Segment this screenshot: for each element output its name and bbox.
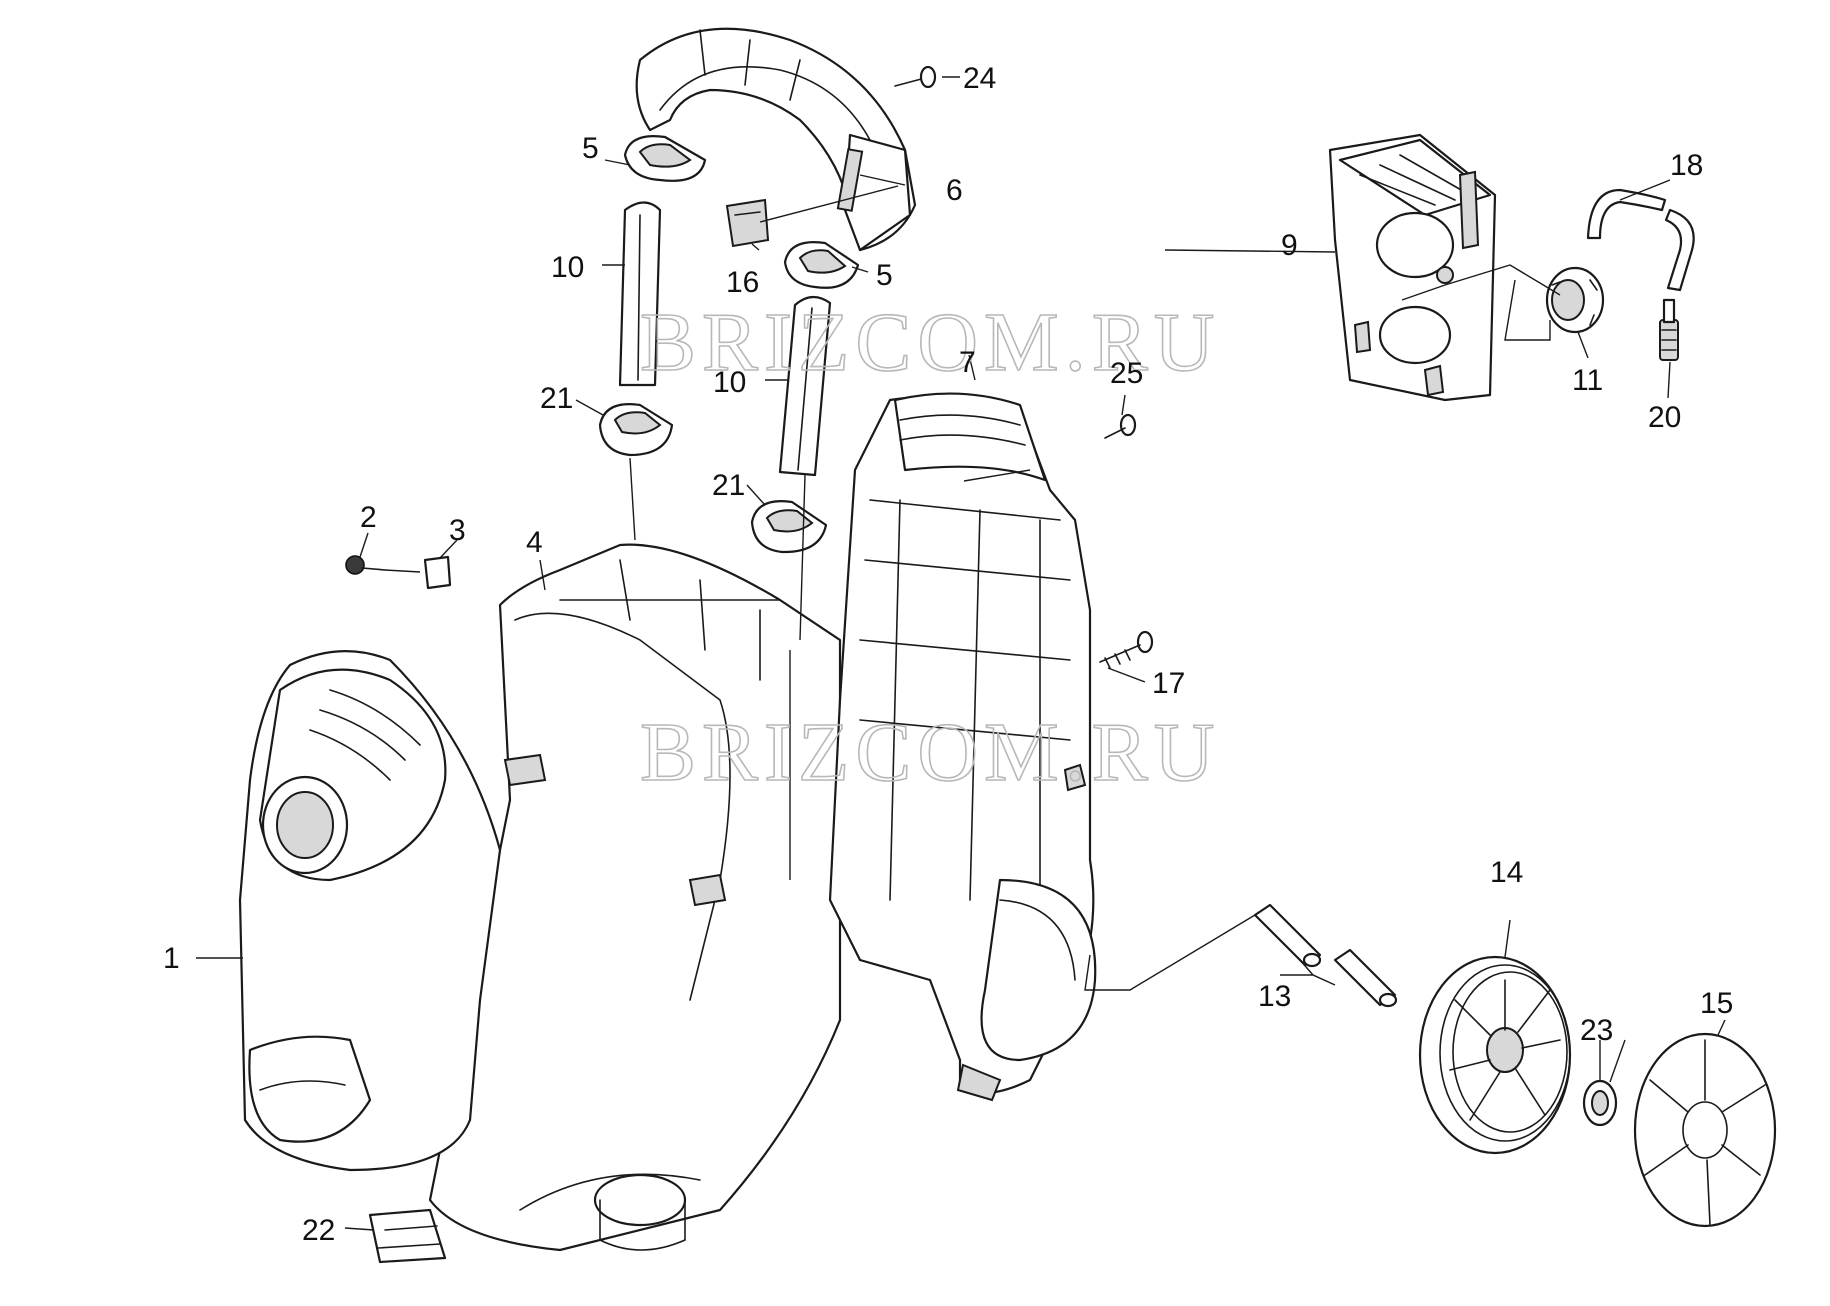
callout-18: 18 bbox=[1670, 149, 1703, 182]
callout-5-right: 5 bbox=[876, 259, 893, 292]
part-17-screw bbox=[1099, 630, 1154, 669]
part-20-nozzle bbox=[1659, 298, 1679, 361]
part-16-clip bbox=[725, 198, 770, 248]
callout-1: 1 bbox=[163, 942, 180, 975]
callout-10-left: 10 bbox=[551, 251, 584, 284]
part-11-nut bbox=[1545, 266, 1605, 334]
part-5-grommet-left bbox=[623, 135, 707, 182]
part-9-back-plate bbox=[1328, 133, 1497, 402]
callout-16: 16 bbox=[726, 266, 759, 299]
callout-5-left: 5 bbox=[582, 132, 599, 165]
callout-25: 25 bbox=[1110, 357, 1143, 390]
callout-17: 17 bbox=[1152, 667, 1185, 700]
part-23-washer bbox=[1582, 1079, 1618, 1127]
part-22-foot-pad bbox=[368, 1208, 447, 1264]
part-13-axle-pins bbox=[1253, 903, 1398, 1008]
part-10-tube-right bbox=[778, 295, 832, 477]
callout-11: 11 bbox=[1572, 364, 1603, 397]
callout-24: 24 bbox=[963, 62, 996, 95]
part-21-grommet-right bbox=[750, 500, 828, 554]
part-3-clip bbox=[423, 555, 452, 590]
callout-6: 6 bbox=[946, 174, 963, 207]
part-14-wheel bbox=[1418, 955, 1572, 1155]
callout-labels: 1 2 3 4 5 5 6 7 9 10 10 11 13 14 15 16 1… bbox=[163, 62, 1733, 1247]
leader-lines bbox=[196, 76, 1726, 1231]
part-5-grommet-right bbox=[783, 241, 860, 289]
callout-22: 22 bbox=[302, 1214, 335, 1247]
callout-13: 13 bbox=[1258, 980, 1291, 1013]
part-10-tube-left bbox=[618, 201, 662, 387]
part-15-hub-cap bbox=[1633, 1032, 1777, 1228]
callout-4: 4 bbox=[526, 526, 543, 559]
part-18-hose bbox=[1586, 188, 1695, 292]
callout-3: 3 bbox=[449, 514, 466, 547]
callout-23: 23 bbox=[1580, 1014, 1613, 1047]
watermark-lower: BRIZCOM.RU bbox=[640, 706, 1220, 799]
part-1-front-cover bbox=[238, 650, 502, 1172]
part-25-screw bbox=[1104, 413, 1137, 439]
watermark-upper: BRIZCOM.RU bbox=[640, 296, 1220, 389]
callout-2: 2 bbox=[360, 501, 377, 534]
callout-7: 7 bbox=[959, 346, 976, 379]
part-24-screw bbox=[894, 65, 937, 89]
callout-20: 20 bbox=[1648, 401, 1681, 434]
callout-14: 14 bbox=[1490, 856, 1523, 889]
callout-21-left: 21 bbox=[540, 382, 573, 415]
part-6-handle bbox=[635, 27, 917, 252]
part-21-grommet-left bbox=[598, 403, 674, 457]
callout-15: 15 bbox=[1700, 987, 1733, 1020]
part-2-screw bbox=[345, 555, 386, 575]
callout-21-right: 21 bbox=[712, 469, 745, 502]
part-4-main-housing bbox=[428, 543, 842, 1252]
part-7-rear-frame bbox=[828, 392, 1097, 1102]
callout-10-right: 10 bbox=[713, 366, 746, 399]
callout-9: 9 bbox=[1281, 229, 1298, 262]
